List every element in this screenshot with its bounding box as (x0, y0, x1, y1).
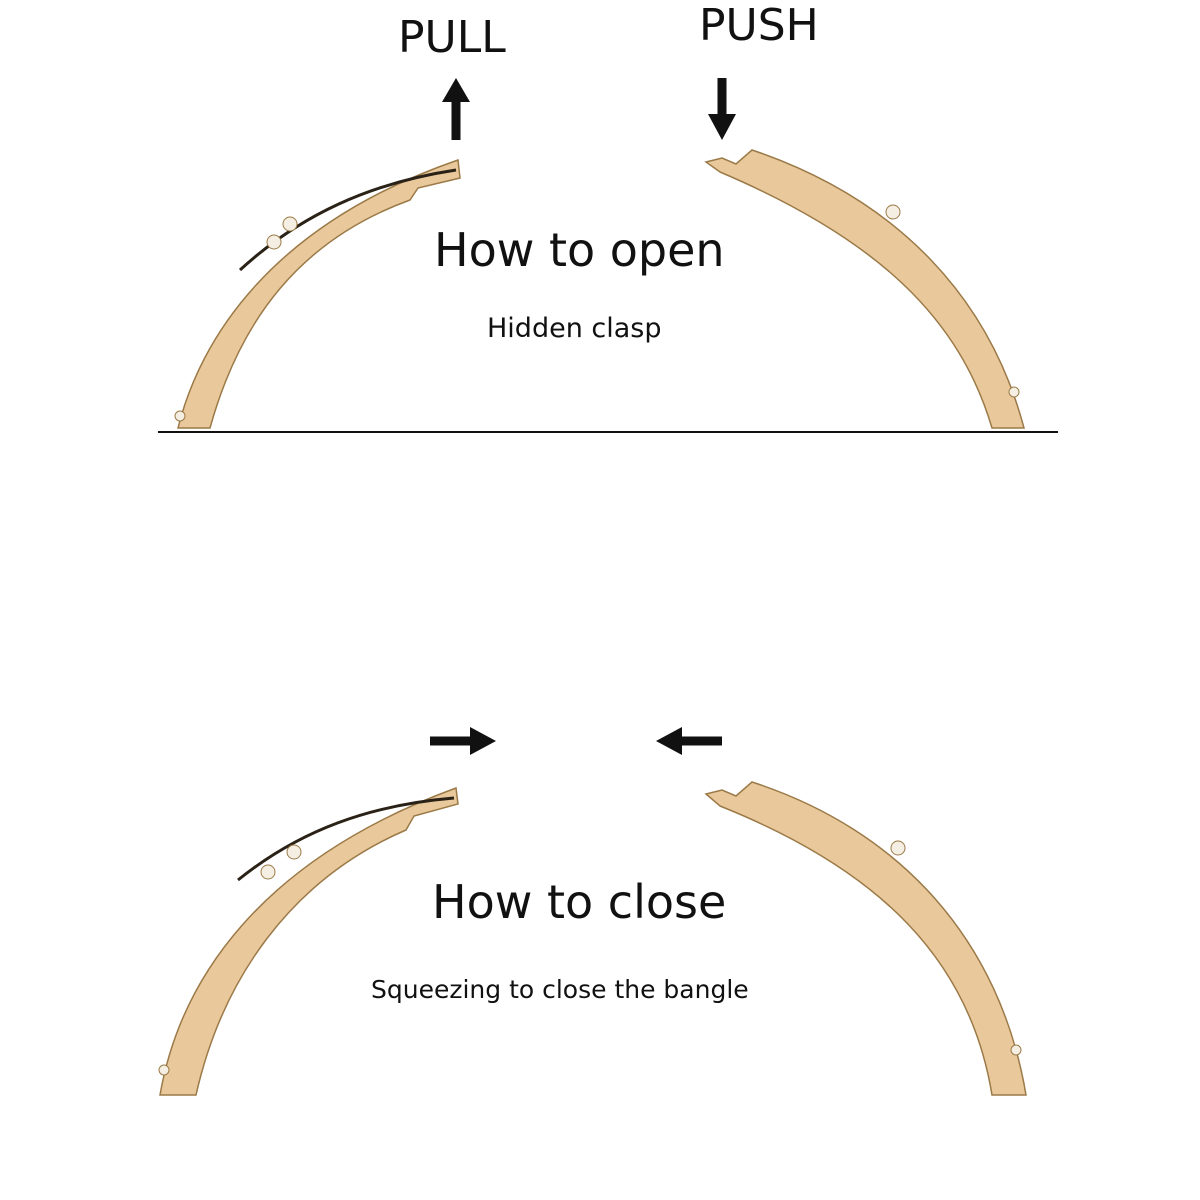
push-label: PUSH (699, 0, 819, 51)
bangle-right-half-close (704, 781, 1027, 1096)
gem-stone (174, 410, 186, 422)
arrow-right-icon (430, 727, 496, 755)
open-subtitle: Hidden clasp (487, 313, 662, 344)
bangle-left-edge-close (237, 796, 455, 882)
arrow-down-icon (708, 78, 736, 140)
gem-stone (890, 840, 906, 856)
arrow-left-icon (656, 727, 722, 755)
open-section (174, 78, 1025, 429)
arrow-up-icon (442, 78, 470, 140)
close-section (158, 727, 1027, 1096)
gem-stone (158, 1064, 170, 1076)
close-subtitle: Squeezing to close the bangle (371, 975, 749, 1004)
bangle-left-half-close (159, 786, 459, 1096)
open-title: How to open (434, 223, 725, 277)
bangle-right-half-open (704, 149, 1025, 429)
gem-stone (260, 864, 276, 880)
gem-stone (885, 204, 901, 220)
pull-label: PULL (398, 12, 506, 63)
gem-stone (286, 844, 302, 860)
close-title: How to close (432, 875, 727, 929)
gem-stone (266, 234, 282, 250)
gem-stone (1010, 1044, 1022, 1056)
gem-stone (1008, 386, 1020, 398)
bangle-left-half-open (177, 158, 461, 429)
bangle-left-edge-open (238, 168, 457, 272)
gem-stone (282, 216, 298, 232)
